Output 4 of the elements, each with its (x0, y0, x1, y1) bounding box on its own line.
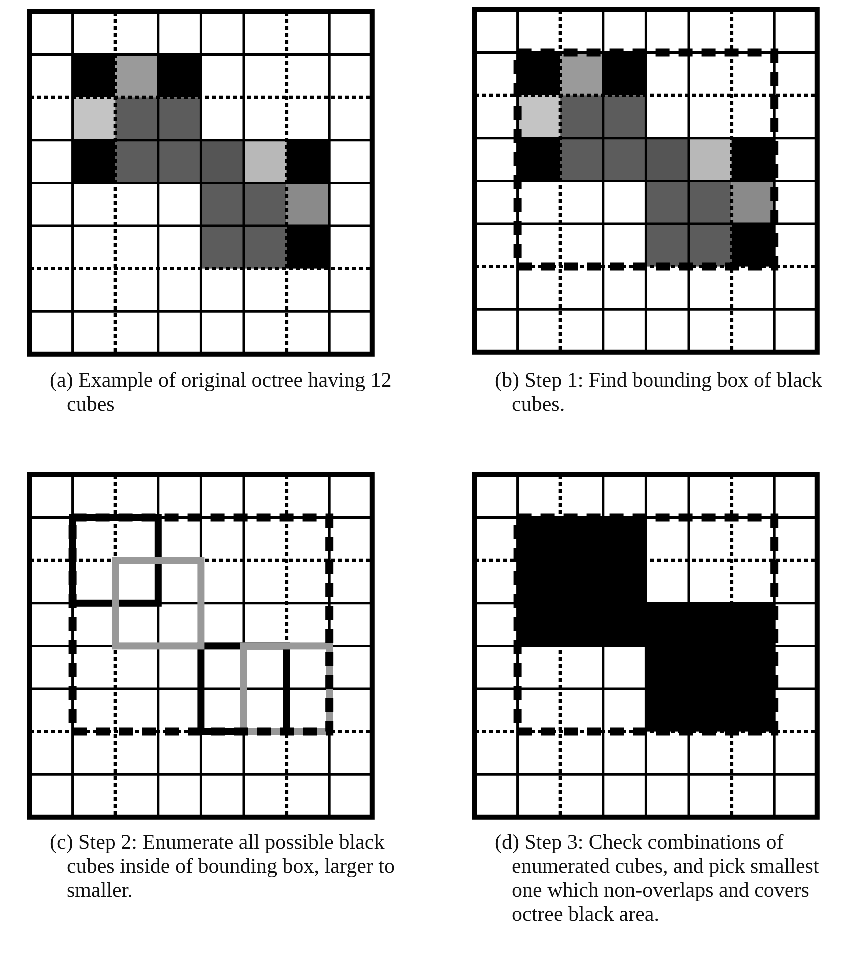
figure-caption: (a) Example of original octree having 12 cubes (50, 368, 393, 416)
figure-caption: (c) Step 2: Enumerate all possible black cubes inside of bounding box, larger to smaller. (50, 830, 396, 902)
figure-caption: (d) Step 3: Check combinations of enumerated cubes, and pick smallest one which non-overlaps and covers octree black area. (495, 830, 820, 926)
figure-caption: (b) Step 1: Find bounding box of black cubes. (495, 368, 824, 416)
